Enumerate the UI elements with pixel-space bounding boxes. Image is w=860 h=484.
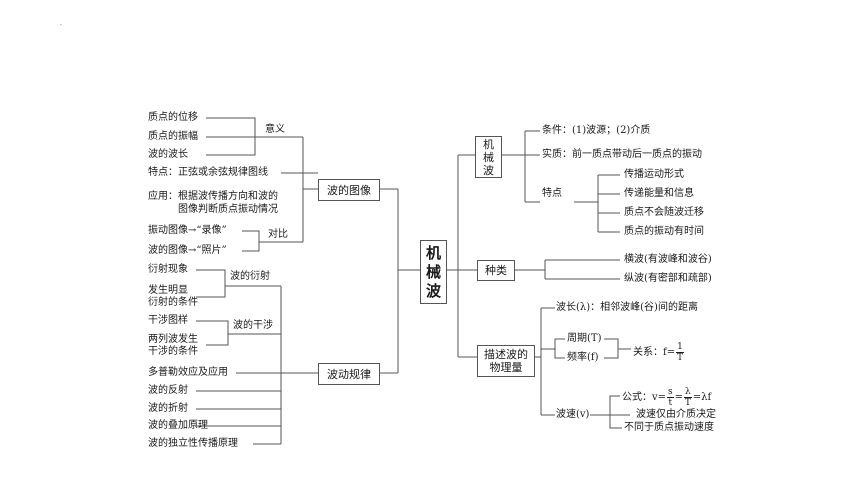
formula-equals: = — [674, 392, 684, 403]
label-interference: 波的干涉 — [233, 320, 273, 331]
node-condition: 条件：(1)波源；(2)介质 — [542, 125, 651, 136]
formula-T: T — [684, 398, 691, 408]
node-doppler: 多普勒效应及应用 — [148, 367, 228, 378]
node-wave-speed: 波速(v) — [556, 409, 590, 420]
node-transverse-wave: 横波(有波峰和波谷) — [624, 254, 712, 265]
node-feature-1: 传播运动形式 — [624, 169, 684, 180]
label-compare: 对比 — [268, 229, 288, 240]
node-feature-3: 质点不会随波迁移 — [624, 207, 704, 218]
node-interference-pattern: 干涉图样 — [148, 315, 188, 326]
node-wavelength: 波的波长 — [148, 149, 188, 160]
node-wave-image: 波的图像→“照片” — [148, 245, 227, 256]
describe-label-2: 物理量 — [489, 361, 523, 374]
formula-prefix: 公式：v= — [622, 392, 667, 403]
node-interference-condition-2: 干涉的条件 — [148, 346, 198, 357]
node-diffraction-phenomenon: 衍射现象 — [148, 264, 188, 275]
label-diffraction: 波的衍射 — [230, 271, 270, 282]
node-feature-4: 质点的振动有时间 — [624, 226, 704, 237]
center-box: 机械波 — [420, 240, 447, 304]
node-vibration-image: 振动图像→“录像” — [148, 225, 227, 236]
formula-s: s — [667, 387, 674, 398]
node-feature-2: 传递能量和信息 — [624, 188, 694, 199]
node-period: 周期(T) — [567, 333, 602, 344]
node-application-1: 应用：根据波传播方向和波的 — [148, 191, 278, 202]
wave-law-label: 波动规律 — [327, 367, 371, 381]
label-meaning: 意义 — [265, 124, 285, 135]
relation-prefix: 关系：f= — [633, 347, 676, 358]
mechanical-wave-label: 机械波 — [483, 137, 494, 177]
node-wavelength-def: 波长(λ)：相邻波峰(谷)间的距离 — [556, 302, 698, 313]
relation-numerator: 1 — [676, 342, 684, 353]
node-application-2: 图像判断质点振动情况 — [178, 204, 278, 215]
node-frequency: 频率(f) — [567, 352, 599, 363]
node-superposition: 波的叠加原理 — [148, 420, 208, 431]
node-interference-condition-1: 两列波发生 — [148, 334, 198, 345]
node-amplitude: 质点的振幅 — [148, 131, 198, 142]
wave-image-box: 波的图像 — [318, 179, 380, 201]
node-diffraction-condition-2: 衍射的条件 — [148, 297, 198, 308]
describe-label-1: 描述波的 — [484, 348, 528, 361]
formula-lambda: λ — [684, 387, 692, 398]
node-refraction: 波的折射 — [148, 403, 188, 414]
node-feature: 特点：正弦或余弦规律图线 — [148, 167, 268, 178]
relation-denominator: T — [676, 353, 683, 363]
mechanical-wave-box: 机械波 — [475, 136, 502, 178]
node-diffraction-condition-1: 发生明显 — [148, 285, 188, 296]
node-reflection: 波的反射 — [148, 385, 188, 396]
formula-tail: =λf — [692, 392, 712, 403]
node-longitudinal-wave: 纵波(有密部和疏部) — [624, 273, 712, 284]
node-displacement: 质点的位移 — [148, 112, 198, 123]
label-feature: 特点 — [542, 188, 562, 199]
kind-box: 种类 — [477, 260, 515, 281]
describe-box: 描述波的 物理量 — [477, 345, 535, 377]
node-speed-medium: 波速仅由介质决定 — [636, 409, 716, 420]
node-essence: 实质：前一质点带动后一质点的振动 — [542, 149, 702, 160]
node-independence: 波的独立性传播原理 — [148, 438, 238, 449]
wave-law-box: 波动规律 — [318, 363, 380, 385]
center-title: 机械波 — [425, 243, 441, 300]
node-speed-different: 不同于质点振动速度 — [624, 422, 714, 433]
formula-t: t — [668, 398, 673, 408]
wave-image-label: 波的图像 — [327, 183, 371, 197]
crop-mask — [716, 100, 860, 450]
kind-label: 种类 — [485, 264, 507, 277]
stray-dot: · — [60, 22, 62, 29]
